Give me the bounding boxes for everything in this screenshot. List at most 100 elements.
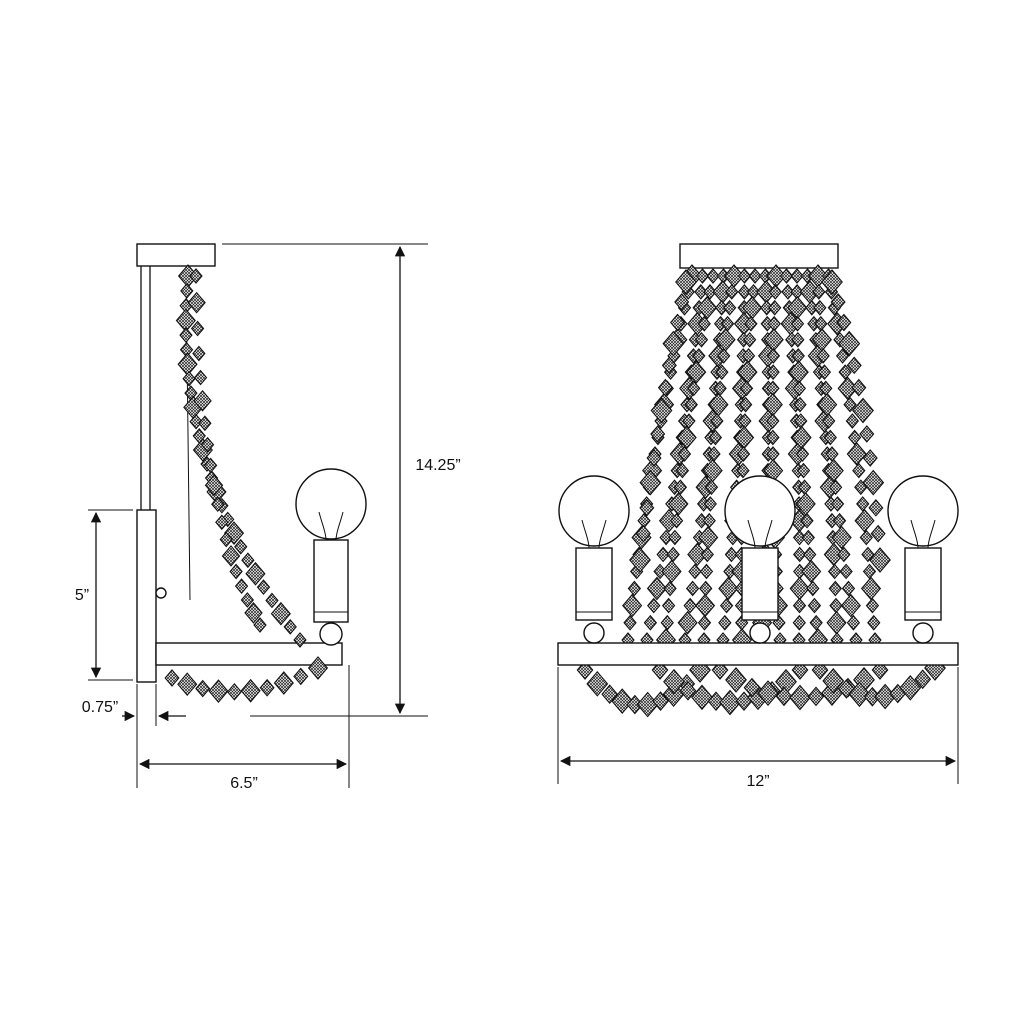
bead: [215, 514, 229, 531]
bead: [601, 684, 619, 705]
bead: [823, 429, 837, 446]
bead: [623, 614, 637, 631]
bead: [189, 413, 203, 430]
bead: [695, 268, 710, 284]
backplate-label: 5”: [75, 587, 89, 604]
bead: [270, 601, 291, 626]
bead: [677, 446, 692, 462]
bead: [813, 299, 827, 316]
bead: [838, 364, 852, 380]
bead: [792, 546, 807, 563]
bead: [586, 670, 609, 697]
side-canopy: [136, 243, 216, 267]
bead: [832, 512, 847, 529]
bead: [663, 668, 685, 695]
bead: [789, 684, 811, 711]
front-bulb-right: [887, 475, 959, 644]
front-bulb-left: [558, 475, 630, 644]
bead: [179, 327, 193, 343]
bead: [677, 610, 698, 635]
bead: [841, 580, 856, 597]
bead: [660, 614, 674, 631]
bead: [768, 284, 782, 300]
bead: [718, 614, 732, 631]
front-bulb-center: [724, 475, 796, 644]
bead: [273, 671, 294, 695]
bead: [646, 576, 667, 601]
bead: [720, 315, 735, 332]
bead: [716, 348, 731, 364]
bead: [256, 579, 271, 595]
bead: [164, 669, 180, 687]
bead: [697, 295, 718, 320]
bead: [293, 667, 309, 686]
bead: [661, 559, 682, 584]
bead: [687, 380, 701, 397]
front-dimensions: 12”: [557, 667, 959, 790]
bead: [822, 413, 836, 429]
bead: [673, 479, 688, 496]
bead: [814, 315, 828, 332]
bead: [650, 425, 666, 443]
bead: [221, 545, 241, 567]
bead: [674, 293, 690, 311]
bead: [835, 348, 850, 364]
bead: [766, 364, 780, 380]
bead: [694, 284, 708, 300]
bead: [830, 496, 845, 512]
width-label: 12”: [746, 773, 769, 790]
bead: [724, 546, 739, 563]
bead: [867, 614, 881, 631]
bead: [792, 597, 807, 614]
side-bulb-assembly: [295, 468, 367, 646]
bead: [738, 396, 753, 413]
bead: [719, 689, 741, 716]
bead: [293, 632, 307, 648]
bead: [679, 680, 697, 701]
bead: [737, 268, 752, 284]
bead: [683, 597, 697, 614]
bead: [768, 299, 782, 316]
bead: [790, 268, 804, 284]
bead: [694, 331, 709, 348]
front-view: [557, 243, 959, 718]
bead: [675, 462, 690, 479]
bead: [659, 529, 673, 546]
bead: [234, 578, 249, 594]
bead: [656, 546, 670, 563]
bead: [828, 580, 843, 597]
bead: [792, 529, 807, 546]
bead: [668, 529, 682, 546]
bead: [686, 360, 707, 384]
bead: [211, 496, 225, 513]
bead: [652, 691, 669, 711]
bead: [722, 299, 737, 316]
bead: [669, 313, 686, 332]
side-bulb: [295, 468, 367, 540]
bead: [860, 576, 882, 601]
bead: [816, 348, 830, 364]
bead: [193, 389, 212, 412]
bead: [697, 614, 712, 631]
side-backplate: [136, 509, 157, 683]
bead: [226, 682, 242, 701]
bead: [265, 592, 279, 609]
bead: [823, 458, 844, 483]
bead: [245, 561, 266, 586]
bead: [766, 413, 780, 429]
bead: [661, 597, 676, 614]
side-arm: [155, 642, 343, 666]
bead: [737, 284, 752, 300]
bead: [829, 597, 843, 614]
bead: [669, 512, 684, 529]
bead: [259, 678, 275, 697]
bead: [865, 597, 880, 614]
bead: [682, 413, 696, 429]
bead: [611, 688, 634, 714]
bead: [180, 283, 194, 299]
bead: [240, 592, 255, 608]
bead: [684, 396, 698, 413]
bead: [643, 614, 658, 631]
bead: [803, 546, 817, 563]
